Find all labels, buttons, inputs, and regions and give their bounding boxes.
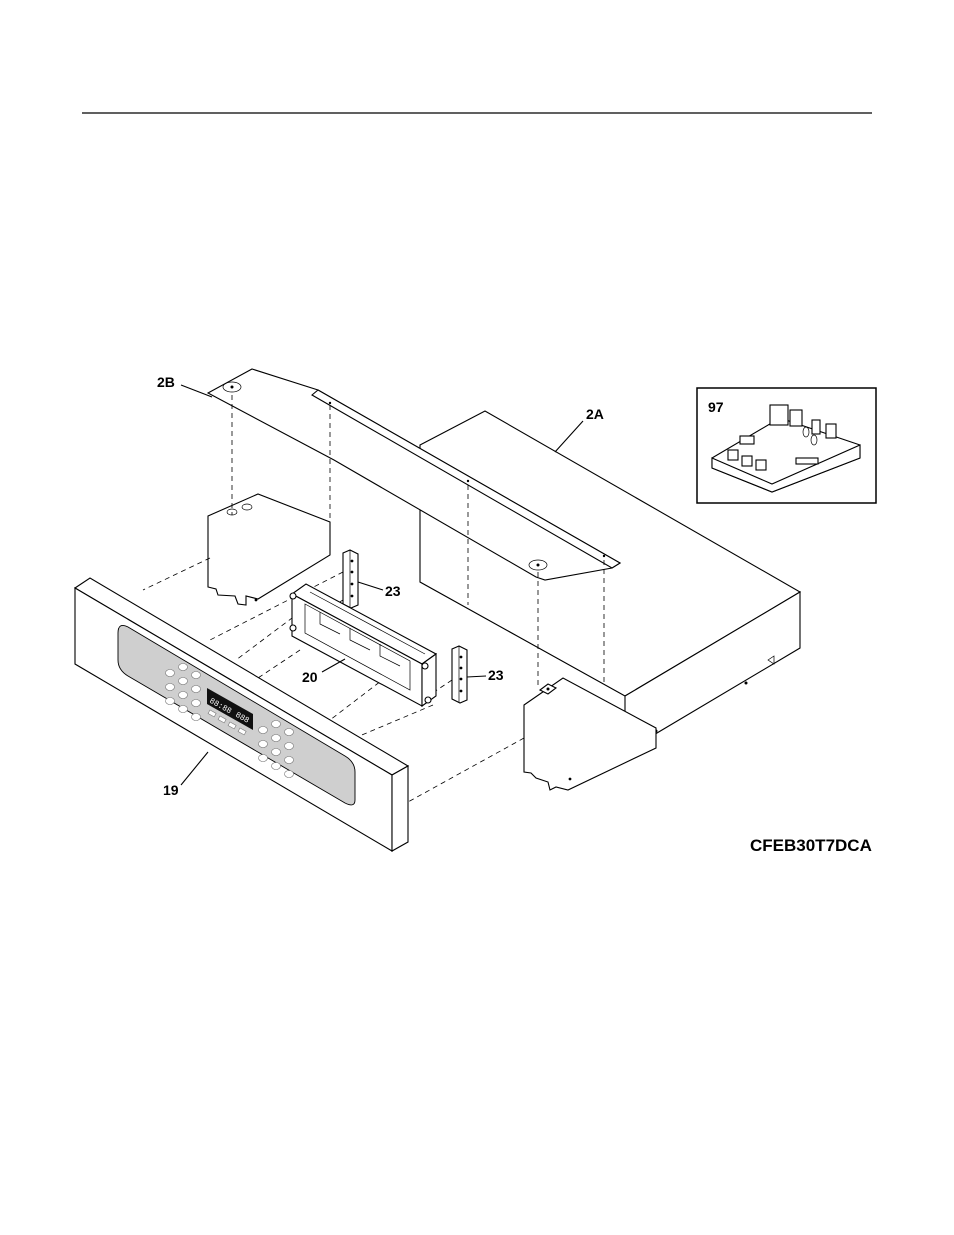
inset-box-97 — [697, 388, 876, 503]
label-2b: 2B — [157, 374, 175, 390]
label-19: 19 — [163, 782, 179, 798]
label-20: 20 — [302, 669, 318, 685]
label-23-lower: 23 — [488, 667, 504, 683]
label-2a: 2A — [586, 406, 604, 422]
model-number: CFEB30T7DCA — [750, 836, 872, 855]
mounting-bracket-23-upper — [343, 550, 358, 608]
label-23-upper: 23 — [385, 583, 401, 599]
label-97: 97 — [708, 399, 724, 415]
mounting-bracket-23-lower — [452, 646, 467, 703]
control-board-20 — [290, 584, 436, 706]
